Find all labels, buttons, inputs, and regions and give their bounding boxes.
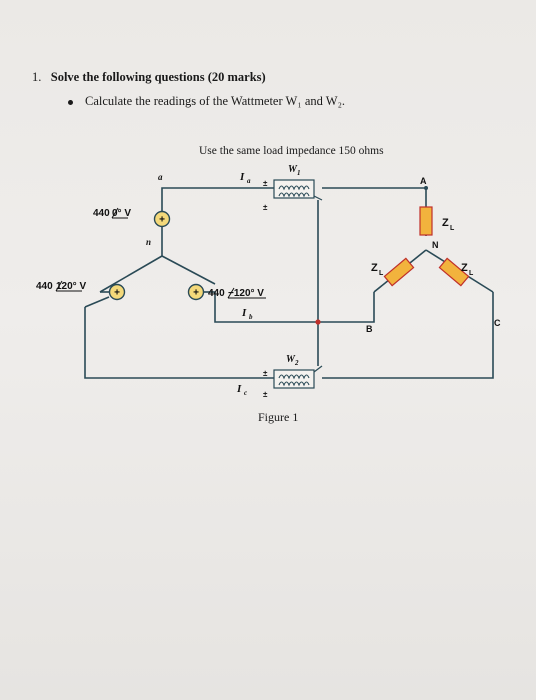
current-label-Ic: I: [236, 383, 242, 395]
wattmeter-w2-sub: 2: [294, 359, 299, 367]
wattmeter-w2-label: W: [286, 354, 296, 365]
wire-line-c-left: [84, 307, 275, 379]
wire-line-a: [161, 187, 274, 212]
svg-text:+: +: [193, 288, 199, 299]
impedance-label-B: Z: [371, 262, 378, 274]
current-label-Ib: I: [241, 307, 247, 319]
load-impedance-C: [438, 257, 470, 287]
junction-dot-A: [424, 186, 428, 190]
question-marks: (20 marks): [207, 70, 266, 84]
node-label-B: B: [366, 324, 373, 334]
impedance-sub-C: L: [469, 270, 474, 277]
w2-current-polarity: ±: [263, 390, 268, 399]
bullet-icon: [68, 99, 73, 105]
w2-voltage-polarity: ±: [263, 369, 268, 378]
label-source-right-angle: −120° V: [228, 288, 264, 299]
voltage-source-left: +: [108, 283, 126, 301]
question-title: Solve the following questions: [50, 70, 205, 84]
load-impedance-A: [419, 206, 433, 236]
impedance-sub-A: L: [450, 225, 455, 232]
impedance-label-A: Z: [442, 217, 449, 229]
load-impedance-B: [383, 257, 415, 287]
wattmeter-w1-label: W: [288, 164, 298, 175]
impedance-label-C: Z: [461, 262, 468, 274]
svg-text:+: +: [159, 215, 165, 226]
label-source-top-mag: 440: [93, 208, 110, 219]
voltage-source-right: +: [187, 283, 205, 301]
svg-text:+: +: [114, 288, 120, 299]
wire-line-b: [214, 292, 375, 323]
question-number: 1.: [32, 70, 42, 84]
source-branch-c: [99, 255, 163, 293]
w1-voltage-polarity: ±: [263, 203, 268, 212]
wattmeter-w1: [273, 179, 323, 201]
current-sub-b: b: [249, 313, 253, 321]
angle-slash-right: [227, 287, 235, 299]
wattmeter-w2: [273, 365, 323, 389]
node-label-N: N: [432, 240, 439, 250]
node-label-C: C: [494, 318, 501, 328]
bullet-text: Calculate the readings of the Wattmeter …: [85, 94, 346, 108]
angle-slash-top: [111, 207, 119, 219]
label-source-right-mag: 440: [208, 288, 225, 299]
w1-current-polarity: ±: [263, 179, 268, 188]
node-label-n: n: [146, 237, 151, 247]
node-label-a: a: [158, 172, 163, 182]
label-source-left-mag: 440: [36, 281, 53, 292]
current-sub-c: c: [244, 389, 247, 397]
source-branch-b: [161, 255, 216, 285]
label-source-left-angle: 120° V: [56, 281, 86, 292]
wire-line-c-right: [322, 292, 494, 379]
figure-caption: Figure 1: [258, 410, 299, 424]
question-bullet: Calculate the readings of the Wattmeter …: [68, 94, 345, 109]
junction-dot-b: [315, 319, 321, 325]
node-label-A: A: [420, 176, 427, 186]
instruction-text: Use the same load impedance 150 ohms: [199, 145, 384, 157]
current-sub-a: a: [247, 177, 251, 185]
angle-slash-left: [55, 280, 63, 292]
voltage-source-top: +: [153, 210, 171, 228]
wattmeter-w1-sub: 1: [297, 169, 301, 177]
question-heading: 1. Solve the following questions (20 mar…: [32, 70, 266, 85]
wire-w1-to-A: [322, 187, 427, 200]
source-left-to-line: [84, 296, 110, 308]
current-label-Ia: I: [239, 171, 245, 183]
impedance-sub-B: L: [379, 270, 384, 277]
label-source-top-angle: 0° V: [112, 208, 131, 219]
